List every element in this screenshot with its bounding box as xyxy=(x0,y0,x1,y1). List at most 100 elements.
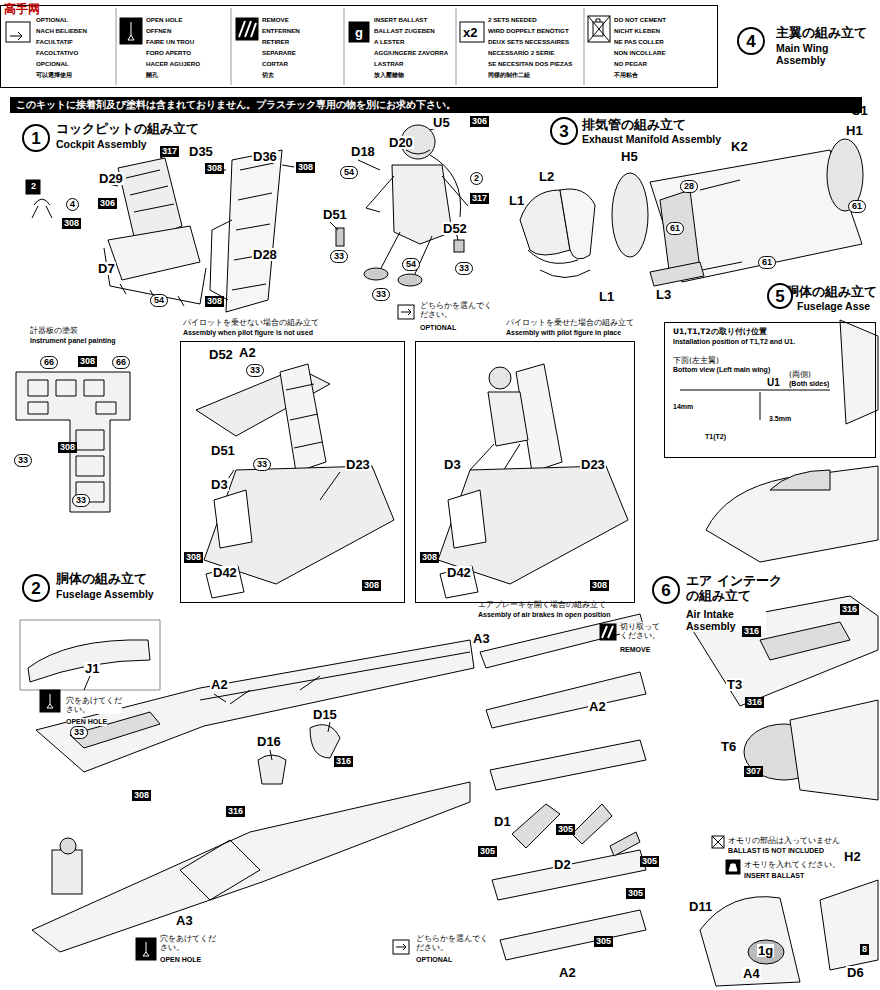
step-title: コックピットの組み立て xyxy=(56,122,199,137)
step-title: Cockpit Assembly xyxy=(56,138,147,150)
legend-text: 開孔 xyxy=(146,72,158,78)
paint-callout: 28 xyxy=(680,180,698,193)
part-number: D51 xyxy=(322,208,348,221)
cockpit-parts xyxy=(26,124,468,312)
part-number: D23 xyxy=(345,458,371,471)
paint-callout: 305 xyxy=(478,846,497,857)
legend-text: NICHT KLEBEN xyxy=(614,28,660,34)
paint-callout: 33 xyxy=(246,364,264,377)
step-title: 胴体の組み立て xyxy=(786,285,877,300)
symbol-legend-bar xyxy=(1,6,718,88)
legend-text: OPTIONAL xyxy=(36,17,68,23)
legend-text: FAIRE UN TROU xyxy=(146,39,194,45)
box-heading: パイロットを乗せない場合の組み立て xyxy=(183,318,319,327)
paint-callout: 307 xyxy=(744,766,763,777)
part-number: D52 xyxy=(442,222,468,235)
paint-callout: 305 xyxy=(640,856,659,867)
legend-text: LASTRAR xyxy=(374,61,404,67)
part-number: A2 xyxy=(210,678,229,691)
step-number: 1 xyxy=(31,130,40,147)
paint-callout: 308 xyxy=(590,580,609,591)
legend-text: REMOVE xyxy=(262,17,289,23)
paint-callout: 61 xyxy=(666,222,684,235)
notice-text: このキットに接着剤及び塗料は含まれておりません。プラスチック専用の物を別にお求め… xyxy=(16,100,456,110)
paint-callout: 305 xyxy=(594,936,613,947)
paint-callout: 308 xyxy=(58,442,77,453)
box-text: 14mm xyxy=(673,403,693,411)
paint-callout: 66 xyxy=(112,356,130,369)
part-number: L2 xyxy=(538,170,555,183)
paint-callout: 305 xyxy=(626,888,645,899)
paint-callout: 308 xyxy=(205,296,224,307)
paint-callout: 306 xyxy=(98,198,117,209)
legend-text: 可以選擇使用 xyxy=(36,72,72,78)
symbol-text: g xyxy=(355,26,363,39)
notice-band: このキットに接着剤及び塗料は含まれておりません。プラスチック専用の物を別にお求め… xyxy=(10,97,862,113)
paint-callout: 316 xyxy=(334,756,353,767)
note-text: 計器板の塗装 xyxy=(30,326,78,335)
part-number: A2 xyxy=(558,966,577,979)
paint-callout: 317 xyxy=(470,193,489,204)
step-title: 胴体の組み立て xyxy=(56,572,147,587)
legend-text: NON INCOLLARE xyxy=(614,50,666,56)
part-number: A3 xyxy=(472,632,491,645)
part-number: D28 xyxy=(252,248,278,261)
step-number: 5 xyxy=(775,288,784,305)
legend-text: NE PAS COLLER xyxy=(614,39,664,45)
part-number: A4 xyxy=(742,967,761,980)
paint-callout: 317 xyxy=(160,146,179,157)
part-number: L3 xyxy=(655,288,672,301)
paint-callout: 316 xyxy=(226,806,245,817)
option-box: U1,T1,T2の取り付け位置Installation position of … xyxy=(664,322,876,458)
box-heading: パイロットを乗せた場合の組み立て xyxy=(506,318,634,327)
paint-callout: 33 xyxy=(72,494,90,507)
legend-text: DEUX SETS NECESSAIRES xyxy=(488,39,569,45)
part-number: K2 xyxy=(730,140,749,153)
note-text: どちらかを選んでください。 xyxy=(416,934,494,952)
legend-text: AGGIUNGERE ZAVORRA xyxy=(374,50,448,56)
paint-callout: 54 xyxy=(402,258,420,271)
step-title: Fuselage Asse xyxy=(797,300,870,312)
step-number: 6 xyxy=(661,582,670,599)
part-number: D11 xyxy=(688,900,713,913)
legend-text: 不用粘合 xyxy=(614,72,638,78)
part-number: H5 xyxy=(620,150,639,163)
step-title: 排気管の組み立て xyxy=(582,118,686,133)
step-circle: 4 xyxy=(737,27,765,55)
step-title: Exhaust Manifold Assembly xyxy=(582,133,721,145)
box-heading: Assembly with pilot figure in place xyxy=(506,329,621,337)
note-text: OPEN HOLE xyxy=(66,718,107,726)
paint-callout: 33 xyxy=(14,454,32,467)
legend-text: FACULTATIF xyxy=(36,39,73,45)
legend-text: 切去 xyxy=(262,72,274,78)
part-number: H2 xyxy=(843,850,862,863)
note-text: Assembly of air brakes in open position xyxy=(478,611,611,619)
paint-callout: 308 xyxy=(132,790,151,801)
paint-callout: 308 xyxy=(362,580,381,591)
exhaust-parts xyxy=(520,139,863,286)
part-number: T3 xyxy=(726,678,743,691)
note-text: オモリを入れてください。 xyxy=(744,860,840,869)
paint-callout: 33 xyxy=(372,288,390,301)
part-number: D6 xyxy=(846,966,865,979)
part-number: D3 xyxy=(443,458,462,471)
legend-text: 同樣的制作二組 xyxy=(488,72,530,78)
legend-text: NACH BELIEBEN xyxy=(36,28,87,34)
legend-text: WIRD DOPPELT BENÖTIGT xyxy=(488,28,569,34)
part-number: 1g xyxy=(757,944,774,957)
part-number: A2 xyxy=(588,700,607,713)
note-text: 穴をあけてください。 xyxy=(66,696,122,714)
legend-text: SEPARARE xyxy=(262,50,296,56)
paint-callout: 8 xyxy=(860,944,869,955)
part-number: D52 xyxy=(208,348,234,361)
paint-callout: 54 xyxy=(150,294,168,307)
legend-text: NECESSARIO 2 SERIE xyxy=(488,50,554,56)
step-number: 4 xyxy=(746,33,755,50)
legend-text: SE NECESITAN DOS PIEZAS xyxy=(488,61,572,67)
part-number: D42 xyxy=(212,566,238,579)
step-title: 主翼の組み立て xyxy=(776,26,867,41)
symbol-text: x2 xyxy=(463,26,477,39)
step-circle: 3 xyxy=(550,117,578,145)
note-text: BALLAST IS NOT INCLUDED xyxy=(728,847,824,855)
box-text: 下面(左主翼) xyxy=(673,356,719,365)
